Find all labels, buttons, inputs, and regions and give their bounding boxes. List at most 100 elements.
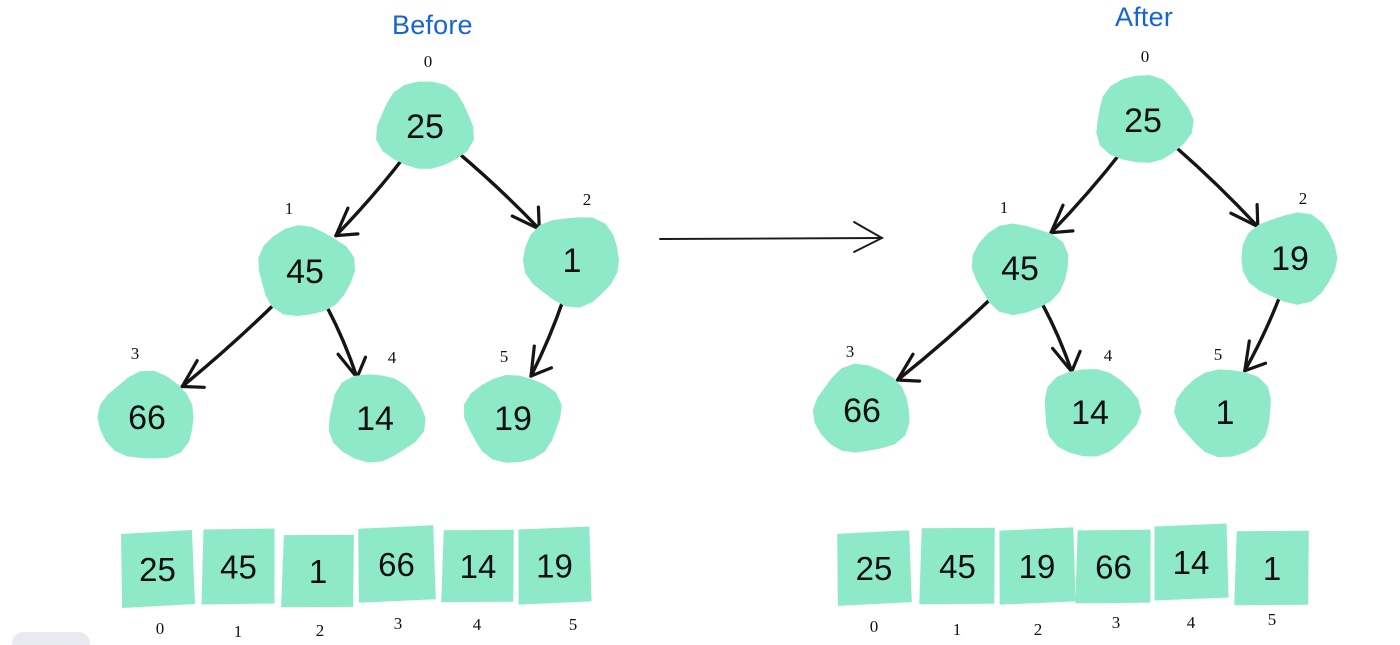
- array-cell-value: 66: [1095, 549, 1132, 586]
- node-blob: [522, 217, 619, 308]
- node-blob: [971, 223, 1069, 316]
- array-index-label: 5: [569, 615, 578, 634]
- tree-node-after-2[interactable]: 19: [1241, 212, 1338, 305]
- array-cell-box: [1234, 530, 1309, 606]
- tree-node-before-1[interactable]: 45: [258, 225, 355, 316]
- panel-title-before: Before: [392, 10, 473, 40]
- array-cell-before-2[interactable]: 1: [281, 534, 354, 608]
- tree-node-after-4[interactable]: 14: [1044, 369, 1142, 457]
- array-index-label: 3: [394, 614, 403, 633]
- tree-edge-arrowhead: [1049, 203, 1075, 235]
- array-cell-box: [281, 534, 354, 608]
- ghost-pill: [12, 632, 90, 645]
- node-index-label: 4: [1104, 346, 1113, 365]
- node-value: 19: [1271, 240, 1309, 278]
- tree-node-before-2[interactable]: 1: [522, 217, 619, 308]
- array-cell-after-1[interactable]: 45: [919, 527, 995, 605]
- node-index-label: 0: [1141, 47, 1150, 66]
- array-index-label: 4: [1187, 613, 1196, 632]
- array-cell-box: [837, 530, 912, 606]
- array-cell-box: [919, 527, 995, 605]
- tree-node-before-4[interactable]: 14: [328, 374, 426, 463]
- array-cell-value: 19: [1019, 548, 1056, 585]
- transition-arrow-shaft: [659, 237, 883, 240]
- array-cell-after-5[interactable]: 1: [1234, 530, 1309, 606]
- tree-node-after-5[interactable]: 1: [1174, 369, 1271, 458]
- array-cell-value: 66: [378, 546, 415, 583]
- tree-edge-arrowhead: [529, 344, 553, 378]
- array-cell-before-3[interactable]: 66: [358, 525, 436, 603]
- tree-edge: [180, 296, 282, 389]
- tree-node-before-0[interactable]: 25: [376, 81, 474, 169]
- array-index-label: 2: [1034, 620, 1043, 639]
- tree-edge-arrowhead: [1243, 339, 1268, 373]
- array-index-label: 1: [234, 622, 243, 641]
- node-value: 1: [1216, 394, 1235, 432]
- tree-node-before-3[interactable]: 66: [97, 370, 194, 459]
- array-index-label: 0: [156, 619, 165, 638]
- tree-node-after-3[interactable]: 66: [812, 363, 910, 453]
- tree-node-after-0[interactable]: 25: [1096, 75, 1194, 163]
- array-index-label: 2: [316, 621, 325, 640]
- tree-edge: [456, 151, 541, 231]
- tree-edge: [1049, 148, 1125, 235]
- array-index-label: 3: [1112, 613, 1121, 632]
- node-index-label: 5: [500, 347, 509, 366]
- array-cell-value: 25: [139, 551, 176, 588]
- tree-edge: [325, 305, 359, 380]
- array-cell-before-4[interactable]: 14: [441, 529, 514, 603]
- tree-edge: [334, 154, 407, 238]
- array-cell-value: 14: [1173, 544, 1210, 581]
- node-index-label: 4: [388, 348, 397, 367]
- panel-title-after: After: [1115, 2, 1174, 32]
- node-value: 19: [494, 400, 532, 438]
- node-index-label: 1: [1000, 198, 1009, 217]
- array-cell-value: 1: [309, 553, 327, 590]
- tree-node-before-5[interactable]: 19: [463, 375, 562, 463]
- node-value: 25: [1124, 102, 1162, 140]
- array-cell-box: [201, 528, 275, 605]
- node-index-label: 3: [131, 344, 140, 363]
- node-index-label: 2: [1299, 189, 1308, 208]
- tree-edge: [1174, 145, 1260, 229]
- array-index-label: 1: [953, 620, 962, 639]
- array-cell-after-4[interactable]: 14: [1154, 523, 1229, 601]
- node-index-label: 5: [1214, 345, 1223, 364]
- tree-edge-arrowhead: [334, 206, 360, 238]
- node-blob: [812, 363, 910, 453]
- array-cell-box: [358, 525, 436, 603]
- node-blob: [1241, 212, 1338, 305]
- array-cell-after-0[interactable]: 25: [837, 530, 912, 606]
- node-value: 66: [843, 392, 881, 430]
- array-cell-before-0[interactable]: 25: [121, 530, 195, 608]
- node-blob: [463, 375, 562, 463]
- node-value: 45: [1001, 250, 1039, 288]
- tree-edge-arrowhead: [510, 205, 541, 231]
- node-blob: [1044, 369, 1142, 457]
- tree-node-after-1[interactable]: 45: [971, 223, 1069, 316]
- node-blob: [1174, 369, 1271, 458]
- array-cell-after-3[interactable]: 66: [1075, 529, 1151, 604]
- array-cell-before-1[interactable]: 45: [201, 528, 275, 605]
- node-value: 25: [406, 108, 444, 146]
- node-blob: [328, 374, 426, 463]
- array-cell-value: 45: [220, 549, 257, 586]
- node-blob: [97, 370, 194, 459]
- array-cell-box: [999, 527, 1076, 605]
- array-cell-box: [518, 526, 592, 605]
- node-index-label: 3: [846, 342, 855, 361]
- node-blob: [258, 225, 355, 316]
- tree-edge-arrowhead: [1229, 203, 1260, 229]
- array-index-label: 0: [870, 617, 879, 636]
- array-cell-box: [121, 530, 195, 608]
- array-cell-before-5[interactable]: 19: [518, 526, 592, 605]
- node-value: 45: [286, 253, 324, 291]
- node-value: 14: [1071, 394, 1109, 432]
- node-index-label: 1: [285, 199, 294, 218]
- array-cell-after-2[interactable]: 19: [999, 527, 1076, 605]
